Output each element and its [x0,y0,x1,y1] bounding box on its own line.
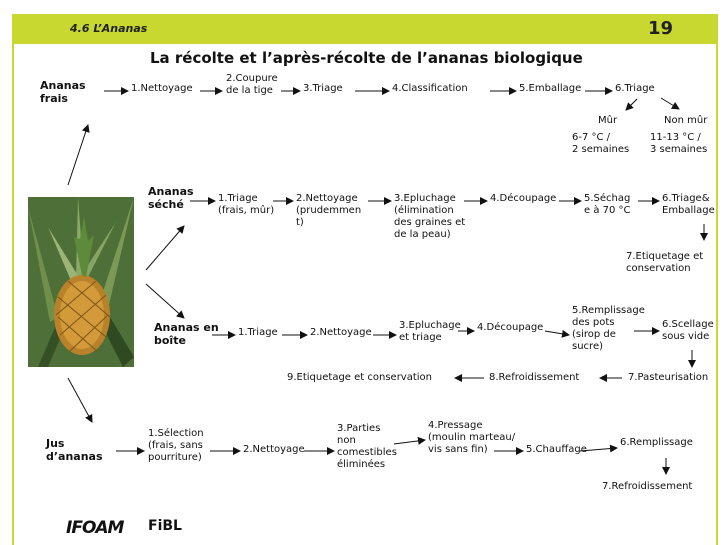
seche-label: Ananas séché [148,185,194,211]
ifoam-logo: IFOAM [66,518,124,538]
jus-label: Jus d’ananas [46,437,103,463]
fibl-logo: FiBL [148,518,182,534]
boite-label: Ananas en boîte [154,321,219,347]
frais-step-1: 1.Nettoyage [131,83,193,94]
arrow [660,97,680,110]
arrow [145,283,185,319]
boite-step-6: 6.Scellage sous vide [662,319,714,342]
frais-mur: Mûr [598,115,618,126]
arrow [145,225,185,271]
arrow [579,444,618,453]
frais-step-6: 6.Triage [615,83,655,94]
pineapple-photo [28,197,134,367]
seche-step-3: 3.Epluchage (élimination des graines et … [394,193,466,240]
jus-step-7: 7.Refroidissement [602,481,693,492]
frais-nonmur-condition: 11-13 °C / 3 semaines [650,132,708,155]
jus-step-5: 5.Chauffage [526,444,587,455]
frais-step-2: 2.Coupure de la tige [226,73,278,96]
right-border [716,44,718,545]
arrow [67,377,93,423]
frais-mur-condition: 6-7 °C / 2 semaines [572,132,630,155]
page-title: La récolte et l’après-récolte de l’anana… [150,49,583,67]
page-number: 19 [648,18,674,39]
arrow [393,436,426,445]
frais-step-3: 3.Triage [303,83,343,94]
boite-step-5: 5.Remplissage des pots (sirop de sucre) [572,305,645,352]
boite-step-7: 7.Pasteurisation [628,372,709,383]
jus-step-4: 4.Pressage (moulin marteau/ vis sans fin… [428,420,516,455]
arrow [67,124,90,186]
frais-step-4: 4.Classification [392,83,468,94]
arrow [625,98,638,111]
jus-step-6: 6.Remplissage [620,437,693,448]
seche-step-4: 4.Découpage [490,193,557,204]
boite-step-1: 1.Triage [238,327,278,338]
seche-step-5: 5.Séchag e à 70 °C [584,193,631,216]
boite-step-9: 9.Etiquetage et conservation [287,372,433,383]
frais-step-5: 5.Emballage [519,83,582,94]
boite-step-8: 8.Refroidissement [489,372,580,383]
header-bar [12,14,718,44]
jus-step-2: 2.Nettoyage [243,444,305,455]
frais-label: Ananas frais [40,79,86,105]
seche-step-6: 6.Triage& Emballage [662,193,715,216]
frais-nonmur: Non mûr [664,115,708,126]
boite-step-2: 2.Nettoyage [310,327,372,338]
arrow [544,329,570,338]
boite-step-3: 3.Epluchage et triage [399,320,461,343]
seche-step-1: 1.Triage (frais, mûr) [218,193,275,216]
boite-step-4: 4.Découpage [477,322,544,333]
jus-step-3: 3.Parties non comestibles éliminées [337,423,397,470]
section-label: 4.6 L’Ananas [70,22,148,35]
seche-step-7: 7.Etiquetage et conservation [626,251,704,274]
left-border [12,44,14,545]
seche-step-2: 2.Nettoyage (prudemmen t) [296,193,362,228]
jus-step-1: 1.Sélection (frais, sans pourriture) [148,428,204,463]
